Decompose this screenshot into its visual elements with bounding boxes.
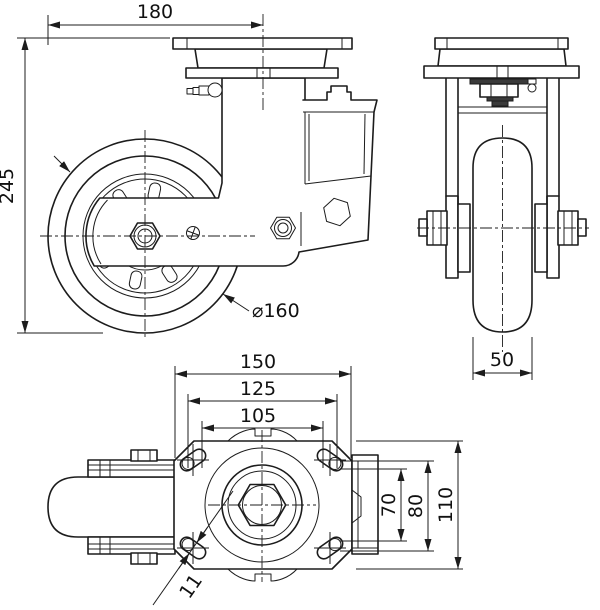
grease-fitting-front [186, 82, 223, 98]
wheel-side [472, 137, 533, 333]
dim-bolt-pitch-max-y: 80 [405, 494, 427, 518]
dim-bolt-pitch-min-y: 70 [378, 493, 400, 517]
dim-wheel-width: 50 [490, 349, 514, 371]
dim-overall-height: 245 [0, 168, 18, 204]
side-view: 50 [417, 37, 589, 380]
dim-plate-width: 110 [435, 487, 457, 523]
front-view: 180 245 ⌀160 [0, 1, 378, 340]
top-plate-front [172, 37, 353, 79]
dim-bolt-pitch-min: 105 [240, 405, 276, 427]
dimension-plate-length-150: 150 [174, 351, 352, 458]
dimension-bolt-pitch-105: 105 [201, 405, 324, 468]
dim-wheel-diameter: ⌀160 [252, 300, 300, 322]
dimension-wheel-width-50: 50 [472, 337, 533, 380]
dim-slot-width: 11 [175, 570, 207, 602]
fork-side [418, 77, 587, 279]
bolt-slots [177, 444, 346, 564]
dim-plate-length: 150 [240, 351, 276, 373]
cross-screw [186, 226, 200, 240]
dimension-bolt-pitch-70: 70 [340, 468, 407, 542]
centerlines-side [417, 125, 589, 352]
centerlines-bottom [208, 430, 316, 582]
dimension-plate-width-110: 110 [356, 440, 463, 570]
hex-hole [323, 197, 351, 227]
fork-arm-assembly [85, 77, 378, 267]
bottom-view: 150 125 105 70 80 [47, 351, 463, 606]
fork-bars-bottom [87, 449, 176, 565]
side-bracket [351, 454, 379, 555]
grease-fitting-side [527, 78, 537, 93]
tire-pointer-arrow [53, 155, 71, 173]
mounting-plate [173, 440, 353, 570]
dimension-bolt-pitch-125: 125 [187, 378, 338, 468]
swivel-bulge-bottom [227, 568, 298, 582]
wheel-bottom [47, 476, 176, 538]
dimension-wheel-diameter: ⌀160 [222, 293, 300, 322]
dim-bolt-pitch-max: 125 [240, 378, 276, 400]
dim-overall-width: 180 [137, 1, 173, 23]
axle-nut-left [418, 210, 448, 246]
swivel-bulge-top [227, 428, 298, 442]
dimension-bolt-pitch-80: 80 [340, 460, 434, 552]
kingpin-bolt [270, 216, 296, 240]
dimension-height-245: 245 [0, 37, 170, 334]
top-plate-side [423, 37, 580, 79]
centerlines-front [40, 14, 264, 340]
swivel-nut [469, 78, 537, 107]
dimension-width-180: 180 [47, 1, 263, 45]
